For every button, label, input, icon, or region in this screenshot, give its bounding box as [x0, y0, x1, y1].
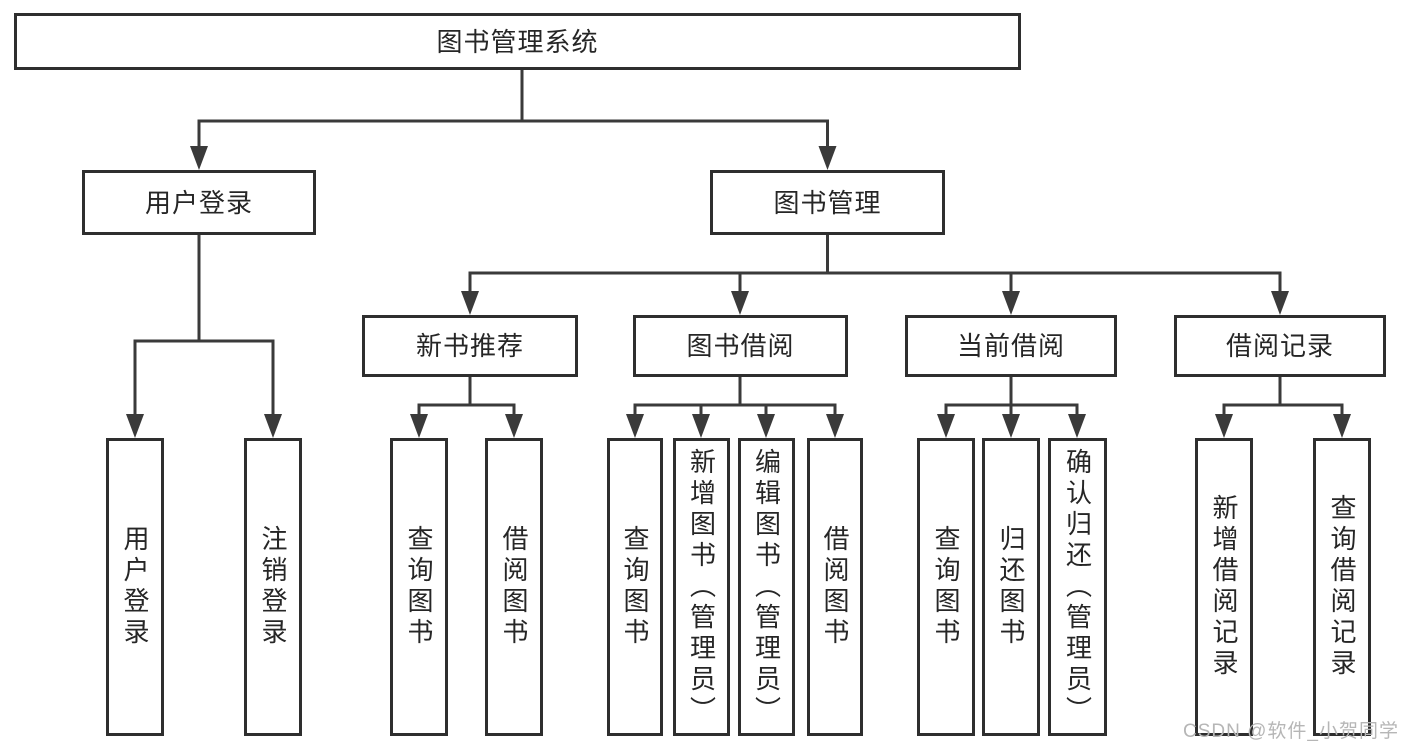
- node-label: 借阅图书: [499, 525, 529, 649]
- arrowhead-record-leaf2: [1333, 414, 1351, 438]
- node-label: 归还图书: [996, 525, 1026, 649]
- arrowhead-mgmt: [818, 146, 837, 170]
- arrowhead-borrow-leaf3: [757, 414, 775, 438]
- arrowhead-record: [1271, 291, 1289, 315]
- node-label: 注销登录: [258, 525, 288, 649]
- node-label: 查询图书: [620, 525, 650, 649]
- arrowhead-borrow: [731, 291, 749, 315]
- leaf-user-login: 用户登录: [106, 438, 164, 736]
- node-book-borrowing: 图书借阅: [633, 315, 848, 377]
- node-label: 用户登录: [120, 525, 150, 649]
- node-current-borrowing: 当前借阅: [905, 315, 1117, 377]
- node-label: 借阅记录: [1225, 331, 1334, 361]
- node-label: 新增借阅记录: [1209, 494, 1239, 680]
- leaf-query-borrow-record: 查询借阅记录: [1313, 438, 1371, 736]
- node-label: 当前借阅: [956, 331, 1065, 361]
- arrowhead-borrow-leaf4: [826, 414, 844, 438]
- leaf-add-books-admin: 新增图书（管理员）: [673, 438, 730, 736]
- leaf-edit-books-admin: 编辑图书（管理员）: [738, 438, 795, 736]
- arrowhead-current-leaf2: [1002, 414, 1020, 438]
- node-label: 新书推荐: [415, 331, 524, 361]
- leaf-borrow-books: 借阅图书: [807, 438, 863, 736]
- node-user-login: 用户登录: [82, 170, 316, 235]
- arrowhead-login: [190, 146, 208, 170]
- leaf-query-books-recommend: 查询图书: [390, 438, 448, 736]
- arrowhead-login-leaf1: [126, 414, 144, 438]
- arrowhead-current-leaf1: [937, 414, 955, 438]
- arrowhead-record-leaf1: [1215, 414, 1233, 438]
- leaf-add-borrow-record: 新增借阅记录: [1195, 438, 1253, 736]
- arrowhead-rec: [461, 291, 479, 315]
- arrowhead-current: [1002, 291, 1020, 315]
- leaf-confirm-return-admin: 确认归还（管理员）: [1048, 438, 1107, 736]
- node-label: 新增图书（管理员）: [686, 447, 717, 727]
- arrowhead-rec-leaf1: [410, 414, 428, 438]
- leaf-return-books: 归还图书: [982, 438, 1040, 736]
- leaf-borrow-books-recommend: 借阅图书: [485, 438, 543, 736]
- arrowhead-current-leaf3: [1068, 414, 1086, 438]
- node-label: 编辑图书（管理员）: [751, 447, 782, 727]
- node-label: 借阅图书: [820, 525, 850, 649]
- leaf-query-books-current: 查询图书: [917, 438, 975, 736]
- node-new-book-recommend: 新书推荐: [362, 315, 578, 377]
- node-borrowing-records: 借阅记录: [1174, 315, 1386, 377]
- node-label: 确认归还（管理员）: [1062, 447, 1093, 727]
- leaf-query-books-borrow: 查询图书: [607, 438, 663, 736]
- arrowhead-borrow-leaf2: [692, 414, 710, 438]
- node-book-management: 图书管理: [710, 170, 945, 235]
- node-label: 查询图书: [404, 525, 434, 649]
- csdn-watermark: CSDN @软件_小贺同学: [1183, 721, 1399, 742]
- node-label: 图书管理: [773, 187, 882, 218]
- node-library-management-system: 图书管理系统: [14, 13, 1021, 70]
- node-label: 图书借阅: [686, 331, 795, 361]
- node-label: 查询借阅记录: [1327, 494, 1357, 680]
- arrowhead-borrow-leaf1: [626, 414, 644, 438]
- node-label: 查询图书: [931, 525, 961, 649]
- arrowhead-rec-leaf2: [505, 414, 523, 438]
- node-label: 用户登录: [144, 187, 253, 218]
- arrowhead-login-leaf2: [264, 414, 282, 438]
- node-label: 图书管理系统: [436, 26, 599, 57]
- leaf-logout: 注销登录: [244, 438, 302, 736]
